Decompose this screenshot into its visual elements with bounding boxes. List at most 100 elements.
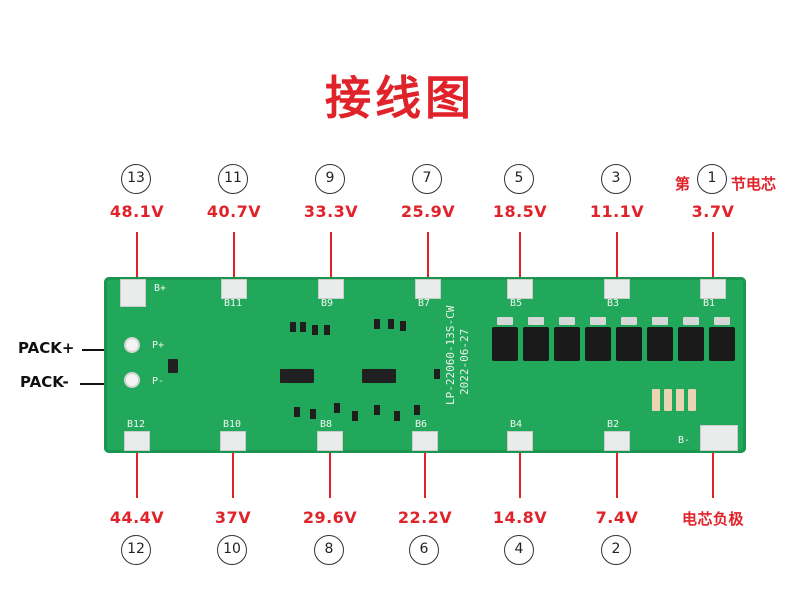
pad-label: B2 — [607, 419, 620, 430]
resistor — [676, 389, 684, 411]
cell-prefix-label: 第 — [675, 175, 691, 193]
smd-part — [374, 319, 380, 329]
smd-part — [374, 405, 380, 415]
pack-plus-line — [82, 349, 122, 351]
pack-plus-label: PACK+ — [18, 339, 75, 357]
lead-wire — [712, 232, 714, 282]
pack-minus-label: PACK- — [20, 373, 69, 391]
smd-part — [394, 411, 400, 421]
voltage-label: 37V — [214, 508, 252, 527]
mosfet — [554, 327, 580, 361]
pad-label: B7 — [418, 298, 431, 309]
voltage-label: 14.8V — [492, 508, 548, 527]
cell-number-circle: 12 — [121, 535, 151, 565]
lead-wire — [329, 440, 331, 498]
smd-part — [414, 405, 420, 415]
cell-number-circle: 11 — [218, 164, 248, 194]
board-model-text: LP-22060-13S-CW — [444, 305, 457, 405]
p-plus-hole — [124, 337, 140, 353]
pad-label: B4 — [510, 419, 523, 430]
lead-wire — [712, 440, 714, 498]
board-date-text: 2022-06-27 — [458, 328, 471, 395]
lead-wire — [232, 440, 234, 498]
cell-number-circle: 1 — [697, 164, 727, 194]
smd-part — [352, 411, 358, 421]
pad-label: B5 — [510, 298, 523, 309]
voltage-label: 11.1V — [589, 202, 645, 221]
resistor — [688, 389, 696, 411]
solder-pad — [604, 279, 630, 299]
p-minus-silk: P- — [152, 376, 165, 387]
voltage-label: 44.4V — [109, 508, 165, 527]
pad-label: B1 — [703, 298, 716, 309]
smd-part — [312, 325, 318, 335]
mosfet-tab — [497, 317, 513, 325]
smd-part — [388, 319, 394, 329]
voltage-label: 18.5V — [492, 202, 548, 221]
pad-label: B- — [678, 435, 691, 446]
smd-part — [310, 409, 316, 419]
solder-pad — [221, 279, 247, 299]
mosfet-tab — [683, 317, 699, 325]
solder-pad — [124, 431, 150, 451]
b-minus-pad — [700, 425, 738, 451]
smd-part — [334, 403, 340, 413]
lead-wire — [427, 232, 429, 282]
solder-pad — [220, 431, 246, 451]
lead-wire — [424, 440, 426, 498]
mosfet-tab — [590, 317, 606, 325]
lead-wire — [136, 232, 138, 282]
pad-label: B8 — [320, 419, 333, 430]
solder-pad — [604, 431, 630, 451]
p-minus-hole — [124, 372, 140, 388]
resistor — [664, 389, 672, 411]
cell-number-circle: 9 — [315, 164, 345, 194]
voltage-label: 48.1V — [109, 202, 165, 221]
solder-pad — [412, 431, 438, 451]
mosfet-tab — [559, 317, 575, 325]
voltage-label: 40.7V — [206, 202, 262, 221]
voltage-label: 29.6V — [302, 508, 358, 527]
lead-wire — [136, 440, 138, 498]
cell-number-circle: 3 — [601, 164, 631, 194]
cell-number-circle: 4 — [504, 535, 534, 565]
mosfet-tab — [528, 317, 544, 325]
lead-wire — [519, 440, 521, 498]
p-plus-silk: P+ — [152, 340, 165, 351]
cell-number-circle: 7 — [412, 164, 442, 194]
mosfet — [616, 327, 642, 361]
smd-part — [290, 322, 296, 332]
cell-number-circle: 5 — [504, 164, 534, 194]
pad-label: B+ — [154, 283, 167, 294]
solder-pad — [317, 431, 343, 451]
pad-label: B3 — [607, 298, 620, 309]
pack-minus-line — [80, 383, 122, 385]
cell-number-circle: 13 — [121, 164, 151, 194]
smd-part — [434, 369, 440, 379]
cell-number-circle: 8 — [314, 535, 344, 565]
voltage-label: 7.4V — [595, 508, 639, 527]
lead-wire — [616, 232, 618, 282]
pad-label: B12 — [127, 419, 146, 430]
smd-part — [400, 321, 406, 331]
mosfet — [523, 327, 549, 361]
lead-wire — [519, 232, 521, 282]
smd-part — [324, 325, 330, 335]
pad-label: B10 — [223, 419, 242, 430]
page-title: 接线图 — [325, 71, 475, 125]
solder-pad — [318, 279, 344, 299]
mosfet-tab — [621, 317, 637, 325]
pad-label: B6 — [415, 419, 428, 430]
voltage-label: 3.7V — [691, 202, 735, 221]
small-transistor — [168, 359, 178, 373]
solder-pad — [507, 279, 533, 299]
voltage-label: 电芯负极 — [681, 510, 744, 528]
mosfet-tab — [714, 317, 730, 325]
mosfet — [709, 327, 735, 361]
solder-pad — [415, 279, 441, 299]
voltage-label: 33.3V — [303, 202, 359, 221]
mosfet-tab — [652, 317, 668, 325]
cell-number-circle: 2 — [601, 535, 631, 565]
smd-part — [294, 407, 300, 417]
